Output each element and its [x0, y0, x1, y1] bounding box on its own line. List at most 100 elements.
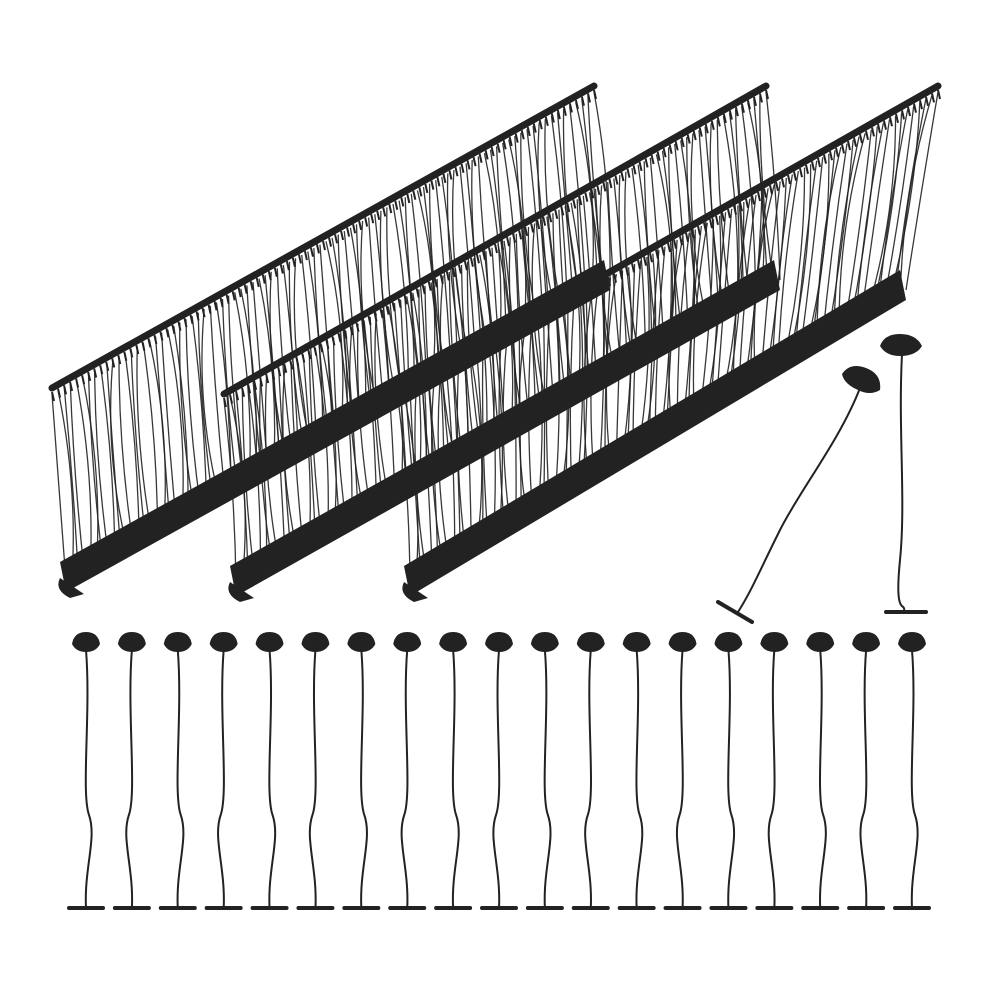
pin-filament [217, 649, 225, 909]
fastener-strip [394, 82, 942, 602]
filament [209, 305, 226, 494]
pin-head [714, 632, 743, 652]
filament [587, 95, 605, 284]
pin-filament [84, 649, 93, 909]
rail-teeth [397, 89, 941, 406]
filament [448, 271, 463, 459]
pin-head [163, 632, 192, 652]
pin-head [806, 632, 835, 652]
strip-end-cap [402, 582, 428, 602]
filament [477, 156, 495, 345]
rail-teeth [51, 89, 597, 402]
filament [430, 377, 445, 567]
loose-pin [158, 632, 197, 910]
pin-head [117, 632, 146, 652]
loose-pin [67, 632, 105, 910]
filament [888, 102, 921, 301]
strip-end-cap [58, 578, 84, 598]
filament [69, 383, 85, 572]
pin-head [530, 632, 559, 652]
pin-filament [125, 649, 134, 909]
pin-t-bar [716, 600, 754, 624]
loose-pin [388, 632, 427, 910]
loose-pin [716, 366, 881, 624]
filament [502, 336, 511, 527]
filament [109, 360, 128, 549]
filament [753, 184, 775, 380]
top-rail [220, 82, 770, 398]
filament [241, 389, 255, 576]
filament [605, 274, 618, 467]
filament [369, 316, 384, 504]
top-rail [48, 82, 598, 392]
loose-pin [112, 632, 151, 910]
loose-pins-tilted [716, 334, 928, 624]
pin-head [485, 632, 513, 652]
loose-pin [847, 632, 886, 910]
filament [308, 351, 323, 538]
rail-teeth [223, 89, 769, 408]
filament [259, 379, 274, 566]
filament [197, 312, 214, 501]
loose-pin [880, 334, 928, 614]
filament [558, 209, 573, 397]
filament [414, 387, 428, 577]
loose-pin [709, 632, 748, 910]
filament [87, 373, 104, 562]
filament [356, 323, 372, 511]
filament [349, 327, 366, 514]
loose-pin [755, 632, 794, 910]
filament [518, 325, 528, 517]
filament [668, 236, 684, 430]
loose-pin [480, 632, 518, 910]
filament [154, 336, 171, 525]
filament [57, 390, 74, 579]
fastener-strip [220, 82, 781, 602]
filament [498, 339, 506, 530]
filament [106, 363, 122, 552]
filament [583, 287, 593, 480]
pin-head [72, 632, 100, 652]
filament [590, 284, 599, 477]
loose-pin [434, 632, 473, 910]
filament [667, 147, 683, 336]
loose-pin [250, 632, 289, 910]
loose-pins-row [67, 632, 931, 910]
filament [185, 319, 202, 508]
loose-pin [571, 632, 610, 910]
pin-filament [451, 649, 460, 909]
pin-head [760, 632, 789, 652]
bottom-bars [404, 270, 906, 596]
loose-pin [801, 632, 840, 910]
filament [716, 119, 732, 308]
filament [93, 370, 110, 559]
pin-filament [400, 649, 409, 909]
loose-pin [893, 632, 931, 910]
fastener-strips [48, 82, 942, 602]
pin-filament [635, 649, 644, 909]
filament [282, 365, 298, 552]
filament [816, 146, 842, 344]
pin-head [255, 632, 284, 652]
filament [374, 313, 390, 501]
pin-head [209, 632, 238, 652]
pin-head [842, 366, 881, 393]
pin-filament [727, 649, 736, 909]
loose-pin [617, 632, 656, 910]
loose-pin [342, 632, 381, 910]
pin-head [898, 632, 926, 652]
pin-head [439, 632, 468, 652]
strip-end-cap [228, 582, 254, 602]
filament [528, 322, 534, 513]
pin-filament [675, 649, 684, 909]
filament [332, 337, 347, 525]
pin-filament [910, 649, 919, 909]
top-rail [394, 82, 942, 396]
pin-filament [360, 649, 368, 909]
pin-filament [268, 649, 277, 909]
pin-head [880, 334, 922, 356]
loose-pin [204, 632, 243, 910]
pin-head [622, 632, 651, 652]
filament [765, 91, 781, 281]
filament [118, 356, 134, 545]
